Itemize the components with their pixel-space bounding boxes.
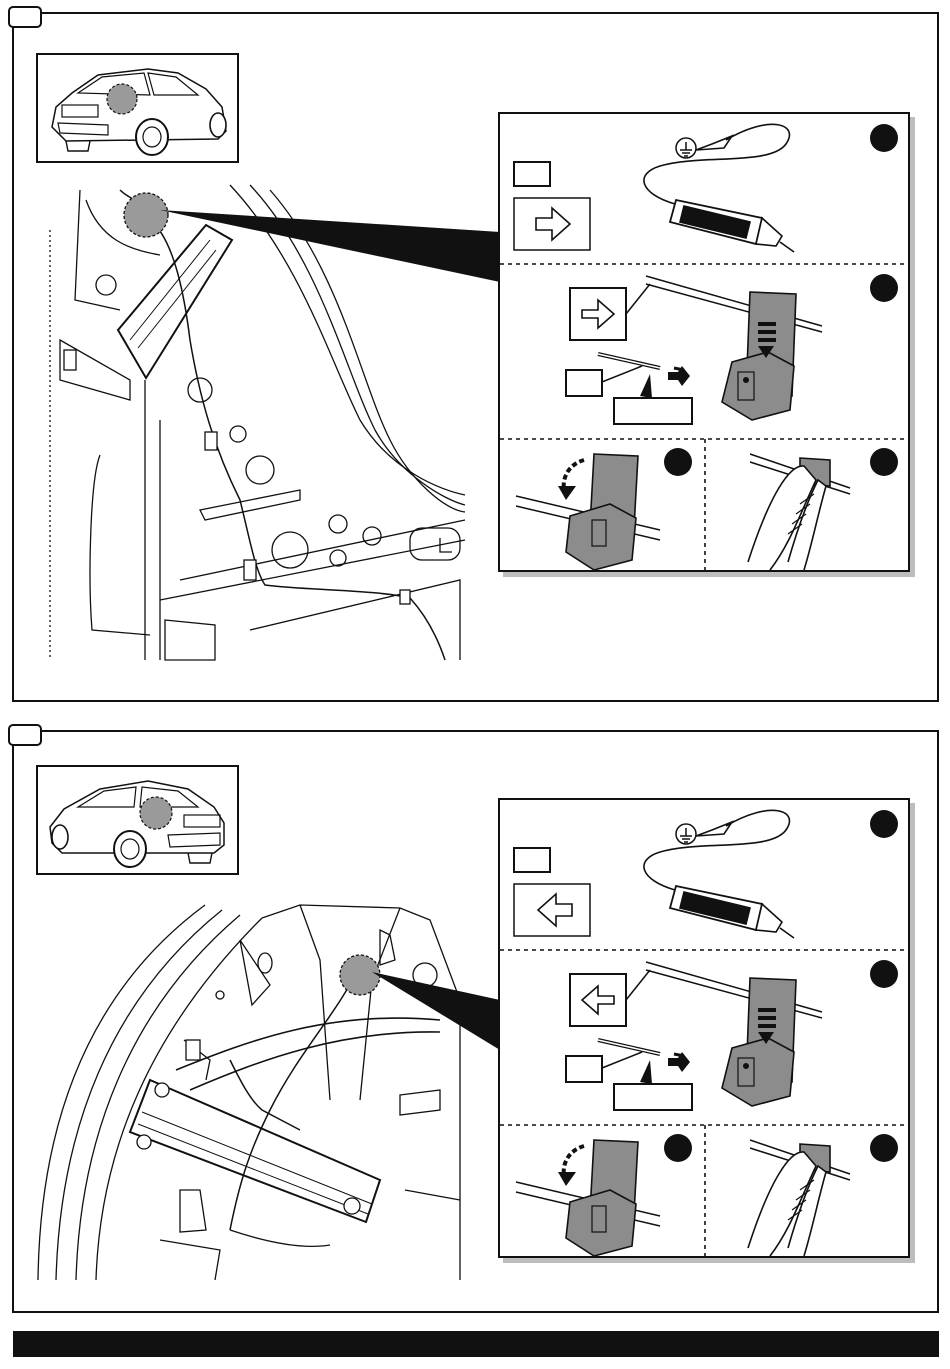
- step-2-car-thumbnail: [36, 765, 239, 875]
- scotchlok-connector-icon: [722, 292, 796, 420]
- step-2-inset-illustration: [500, 800, 908, 1256]
- test-lamp-icon: [644, 124, 794, 252]
- step-marker-c-icon: [664, 448, 692, 476]
- car-rear-left-view-icon: [38, 767, 237, 873]
- step-marker-a-icon: [870, 810, 898, 838]
- scotchlok-connector-icon: [722, 978, 796, 1106]
- pliers-icon: [748, 454, 850, 570]
- step-1-instruction-inset: [498, 112, 910, 572]
- step-marker-b-icon: [870, 274, 898, 302]
- pliers-icon: [748, 1140, 850, 1256]
- step-marker-b-icon: [870, 960, 898, 988]
- ground-symbol-icon: [676, 824, 696, 844]
- car-rear-right-view-icon: [38, 55, 237, 161]
- step-1-tab: [8, 6, 42, 28]
- step-marker-d-icon: [870, 1134, 898, 1162]
- step-1-inset-illustration: [500, 114, 908, 570]
- step-2-instruction-inset: [498, 798, 910, 1258]
- ground-symbol-icon: [676, 138, 696, 158]
- step-marker-c-icon: [664, 1134, 692, 1162]
- step-marker-d-icon: [870, 448, 898, 476]
- test-lamp-icon: [644, 810, 794, 938]
- step-marker-a-icon: [870, 124, 898, 152]
- step-2-tab: [8, 724, 42, 746]
- step-1-car-thumbnail: [36, 53, 239, 163]
- footer-bar: [13, 1331, 939, 1357]
